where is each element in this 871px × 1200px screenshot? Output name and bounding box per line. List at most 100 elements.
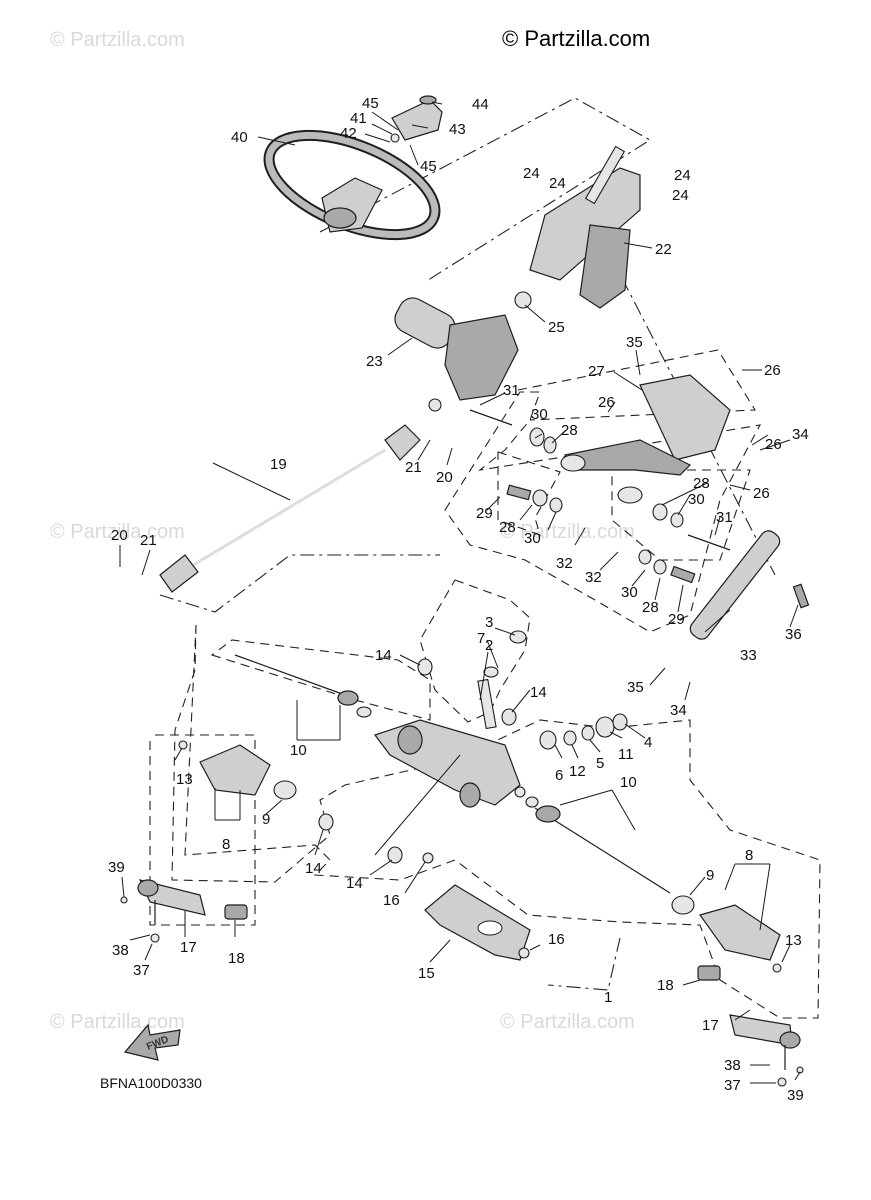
leader-lines — [119, 101, 801, 1084]
callout-label: 2 — [485, 637, 493, 654]
callout-label: 18 — [657, 977, 674, 994]
power-steering-unit — [394, 297, 519, 412]
callout-label: 29 — [668, 611, 685, 628]
callout-label: 30 — [524, 530, 541, 547]
callout-label: 16 — [548, 931, 565, 948]
callout-label: 20 — [436, 469, 453, 486]
callout-label: 27 — [588, 363, 605, 380]
callout-label: 22 — [655, 241, 672, 258]
callout-label: 37 — [724, 1077, 741, 1094]
steering-column-bracket — [514, 145, 641, 309]
callout-label: 31 — [503, 382, 520, 399]
callout-label: 18 — [228, 950, 245, 967]
steering-rack — [318, 630, 527, 864]
callout-label: 25 — [548, 319, 565, 336]
callout-label: 30 — [531, 406, 548, 423]
callout-label: 26 — [764, 362, 781, 379]
callout-label: 44 — [472, 96, 489, 113]
callout-label: 6 — [555, 767, 563, 784]
callout-label: 26 — [753, 485, 770, 502]
diagram-code: BFNA100D0330 — [100, 1075, 202, 1091]
callout-label: 28 — [561, 422, 578, 439]
callout-label: 39 — [787, 1087, 804, 1104]
callout-label: 24 — [672, 187, 689, 204]
callout-label: 11 — [618, 746, 634, 763]
steering-wheel — [263, 129, 441, 241]
callout-label: 39 — [108, 859, 125, 876]
tie-rods — [234, 654, 671, 894]
callout-label: 4 — [644, 734, 652, 751]
callout-label: 32 — [585, 569, 602, 586]
callout-label: 10 — [290, 742, 307, 759]
callout-label: 35 — [626, 334, 643, 351]
callout-label: 40 — [231, 129, 248, 146]
callout-label: 34 — [670, 702, 687, 719]
callout-label: 21 — [140, 532, 157, 549]
mounting-bracket — [424, 884, 531, 961]
callout-label: 17 — [702, 1017, 719, 1034]
callout-label: 45 — [362, 95, 379, 112]
callout-label: 13 — [785, 932, 802, 949]
callout-label: 24 — [674, 167, 691, 184]
callout-label: 14 — [346, 875, 363, 892]
callout-label: 28 — [693, 475, 710, 492]
callout-label: 14 — [305, 860, 322, 877]
callout-label: 42 — [340, 125, 357, 142]
watermark: © Partzilla.com — [50, 521, 185, 543]
callout-label: 30 — [621, 584, 638, 601]
callout-label: 35 — [627, 679, 644, 696]
callout-label: 15 — [418, 965, 435, 982]
callout-label: 21 — [405, 459, 422, 476]
callout-label: 34 — [792, 426, 809, 443]
callout-label: 28 — [499, 519, 516, 536]
callout-label: 43 — [449, 121, 466, 138]
callout-label: 16 — [383, 892, 400, 909]
pedal-assembly — [469, 374, 731, 584]
callout-label: 7 — [477, 630, 485, 647]
callout-label: 32 — [556, 555, 573, 572]
callout-label: 33 — [740, 647, 757, 664]
callout-label: 13 — [176, 771, 193, 788]
callout-label: 37 — [133, 962, 150, 979]
callout-label: 45 — [420, 158, 437, 175]
callout-label: 1 — [604, 989, 612, 1006]
callout-label: 23 — [366, 353, 383, 370]
watermark: © Partzilla.com — [500, 521, 635, 543]
callout-labels: 1 2 3 4 5 6 7 8 8 9 9 10 10 11 12 13 13 … — [108, 95, 809, 1104]
callout-label: 9 — [706, 867, 714, 884]
callout-label: 24 — [549, 175, 566, 192]
callout-label: 28 — [642, 599, 659, 616]
callout-label: 3 — [485, 614, 493, 631]
callout-label: 29 — [476, 505, 493, 522]
callout-label: 19 — [270, 456, 287, 473]
copyright-text: © Partzilla.com — [502, 26, 650, 51]
callout-label: 24 — [523, 165, 540, 182]
watermark: © Partzilla.com — [500, 1011, 635, 1033]
damper-cylinder — [689, 530, 810, 640]
callout-label: 31 — [716, 509, 733, 526]
watermark: © Partzilla.com — [50, 29, 185, 51]
callout-label: 41 — [350, 110, 367, 127]
callout-label: 26 — [765, 436, 782, 453]
callout-label: 8 — [222, 836, 230, 853]
rubber-boots — [178, 740, 782, 973]
group-outlines — [149, 97, 821, 1019]
callout-label: 9 — [262, 811, 270, 828]
rack-adjuster-parts — [539, 713, 628, 750]
callout-label: 5 — [596, 755, 604, 772]
callout-label: 8 — [745, 847, 753, 864]
callout-label: 36 — [785, 626, 802, 643]
callout-label: 17 — [180, 939, 197, 956]
callout-label: 10 — [620, 774, 637, 791]
callout-label: 38 — [724, 1057, 741, 1074]
callout-label: 20 — [111, 527, 128, 544]
steering-shaft — [159, 424, 421, 593]
watermark: © Partzilla.com — [50, 1011, 185, 1033]
callout-label: 38 — [112, 942, 129, 959]
callout-label: 14 — [375, 647, 392, 664]
callout-label: 14 — [530, 684, 547, 701]
callout-label: 26 — [598, 394, 615, 411]
callout-label: 12 — [569, 763, 586, 780]
